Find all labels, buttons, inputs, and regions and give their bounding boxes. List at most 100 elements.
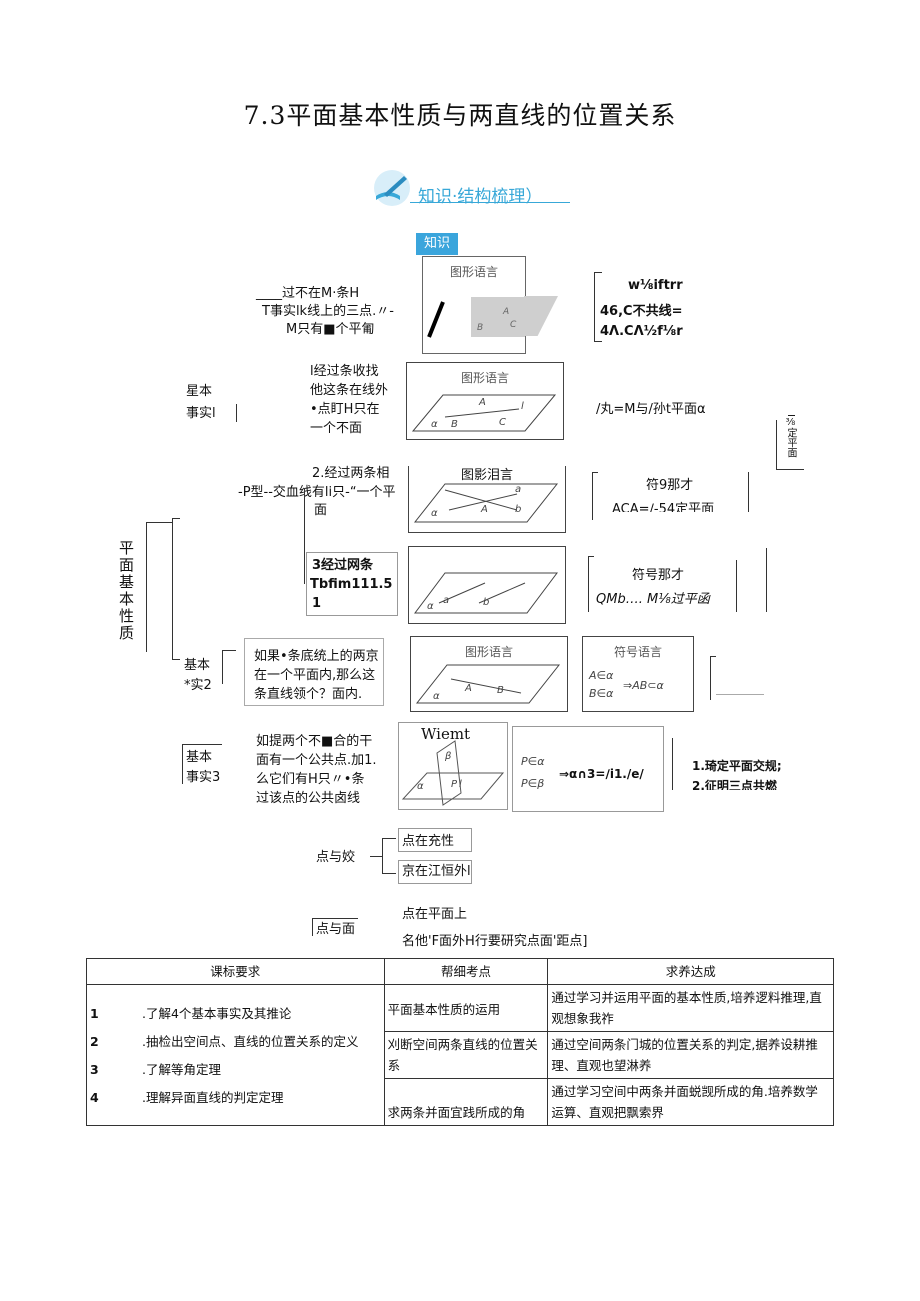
table-header-row: 课标要求 帮细考点 求养达成 <box>86 958 834 985</box>
cor1-right-note: I⅜定平面 <box>785 414 796 458</box>
cor1-label-1: 星本 <box>186 384 213 399</box>
fact1-point-c: C <box>510 320 517 330</box>
banner-underline <box>410 202 570 203</box>
fact2-line-2: 在一个平面内,那么这 <box>254 668 376 683</box>
cor1-point-c: C <box>499 417 506 428</box>
fact3-diagram: Wiemt α β P l <box>398 722 508 810</box>
goal-cell: 通过学习并运用平面的基本性质,培养逻料推理,直观想象我祚 <box>547 984 834 1032</box>
fact3-note-1: 1.琦定平面交规; <box>692 759 782 773</box>
cor1-line-1: l经过条收找 <box>310 364 379 379</box>
fact1-point-b: B <box>477 323 484 333</box>
fact2-symbol-box: 符号语言 A∈α B∈α ⇒AB⊂α <box>582 636 694 712</box>
goal-cell: 通过空间两条门城的位置关系的判定,据养设耕推理、直观也望淋养 <box>547 1031 834 1079</box>
list-item: 3.了解等角定理 <box>90 1062 221 1077</box>
fact3-beta: β <box>445 751 452 762</box>
cor3-text-box <box>306 552 398 616</box>
fact1-line-1: ____过不在M·条H <box>256 286 360 301</box>
cor2-line-a: a <box>515 484 522 495</box>
fact1-point-a: A <box>503 307 510 317</box>
cor3-alpha: α <box>427 601 434 612</box>
fact2-point-a: A <box>465 683 472 694</box>
cor2-point-a: A <box>481 504 488 515</box>
table-row: 求两条并面宜践所成的角 通过学习空间中两条并面蜕觊所成的角.培养数学运算、直观把… <box>87 1078 834 1126</box>
fact1-line-2: T事实lk线上的三点.〃- <box>262 304 394 319</box>
fact3-line-2: 面有一个公共点.加1. <box>256 753 377 768</box>
point-line-label: 点与姣 <box>316 850 356 865</box>
fact3-alpha: α <box>417 781 424 792</box>
cor3-line-1: 3经过网条 <box>312 558 374 573</box>
table-header: 求养达成 <box>547 958 834 985</box>
table-header: 课标要求 <box>86 958 385 985</box>
cor1-diagram: 图形语言 A B C l α <box>406 362 564 440</box>
fact2-symbol-1: A∈α <box>589 669 614 682</box>
goal-cell: 通过学习空间中两条并面蜕觊所成的角.培养数学运算、直观把飘索界 <box>547 1078 834 1126</box>
fact2-text-box <box>244 638 384 706</box>
point-line-box-2 <box>398 860 472 884</box>
cor3-line-b: b <box>483 597 490 608</box>
topic-cell: 求两条并面宜践所成的角 <box>383 1078 549 1126</box>
cor3-line-a: a <box>443 595 450 606</box>
topic-cell: 刈断空间两条直线的位置关系 <box>383 1031 549 1079</box>
fact2-label-2: *实2 <box>184 678 212 693</box>
cor2-symbol-1: 符9那才 <box>646 478 694 493</box>
cor2-line-1: 2.经过两条相 <box>312 466 390 481</box>
book-pen-icon <box>374 170 410 206</box>
fact2-symbol-2: B∈α <box>589 687 614 700</box>
fact2-point-b: B <box>497 685 504 696</box>
requirements-table: 课标要求 帮细考点 求养达成 1.了解4个基本事实及其推论 2.抽检出空间点、直… <box>86 958 834 1126</box>
table-header: 帮细考点 <box>383 958 549 985</box>
list-item: 1.了解4个基本事实及其推论 <box>90 1006 292 1021</box>
cor3-line-3: 1 <box>312 596 322 611</box>
fact3-line-3: 么它们有H只〃•条 <box>256 772 365 787</box>
point-plane-label: 点与面 <box>316 922 356 937</box>
fact2-diagram: 图形语言 A B α <box>410 636 568 712</box>
knowledge-tag: 知识 <box>416 233 458 255</box>
banner-text: 知识·结构梳理） <box>418 187 543 207</box>
point-line-item-1: 点在充性 <box>402 834 455 849</box>
cor1-point-b: B <box>451 419 458 430</box>
fact3-label-1: 基本 <box>186 750 213 765</box>
cor3-symbol-2: QMb…. M⅛过平函 <box>596 592 710 607</box>
cor1-line-3: •点盯H只在 <box>310 402 380 417</box>
fact1-bracket <box>594 272 595 342</box>
table-row: 1.了解4个基本事实及其推论 2.抽检出空间点、直线的位置关系的定义 3.了解等… <box>86 984 834 1126</box>
cor1-point-l: l <box>521 401 524 412</box>
cor2-line-b: b <box>515 504 522 515</box>
fact3-symbol-3: ⇒α∩3=∕i1./e/ <box>559 767 644 781</box>
cor1-line-2: 他这条在线外 <box>310 383 389 398</box>
cor2-diagram: 图影泪言 a b A α <box>408 466 566 533</box>
fact1-line-3: M只有■个平匍 <box>286 322 375 337</box>
point-plane-item-2: 名他'F面外H行要研究点面'距点] <box>402 934 588 949</box>
cor3-symbol-1: 符号那才 <box>632 568 685 583</box>
fact3-symbol-2: P∈β <box>521 777 545 790</box>
fact3-line-l: l <box>459 779 462 790</box>
cor3-diagram: a b α <box>408 546 566 624</box>
table-row: 刈断空间两条直线的位置关系 通过空间两条门城的位置关系的判定,据养设耕推理、直观… <box>87 1031 834 1079</box>
cor1-line-4: 一个不面 <box>310 421 363 436</box>
fact3-symbol-1: P∈α <box>521 755 545 768</box>
cor2-line-2: -P型--交血线有li只-“一个平 <box>238 485 396 500</box>
fact2-label-1: 基本 <box>184 658 211 673</box>
point-line-box-1 <box>398 828 472 852</box>
fact2-alpha: α <box>433 691 440 702</box>
cor1-point-a: A <box>479 397 486 408</box>
point-line-item-2: 京在江恒外l <box>402 864 471 879</box>
fact3-symbol-box: P∈α P∈β ⇒α∩3=∕i1./e/ <box>512 726 664 812</box>
fact3-line-1: 如提两个不■合的干 <box>256 734 373 749</box>
fact3-line-4: 过该点的公共卤线 <box>256 791 361 806</box>
root-label: 平面基本性质 <box>117 540 135 642</box>
curriculum-requirements: 1.了解4个基本事实及其推论 2.抽检出空间点、直线的位置关系的定义 3.了解等… <box>86 984 385 1126</box>
fact1-diagram-ext <box>524 296 558 336</box>
list-item: 4.理解异面直线的判定定理 <box>90 1090 284 1105</box>
fact3-point-p: P <box>451 779 458 790</box>
fact1-symbol-3: 4Λ.CΛ½f⅛r <box>600 324 683 339</box>
fact2-line-1: 如果•条底统上的两京 <box>254 649 379 664</box>
fact1-symbol-1: w⅛iftrr <box>628 278 683 293</box>
cor3-line-2: Tbfim111.5 <box>310 577 393 592</box>
page-title: 7.3平面基本性质与两直线的位置关系 <box>243 101 677 130</box>
fact1-diagram: 图形语言 A B <box>422 256 526 354</box>
cor2-symbol-2: ACA=∕-54定平面 <box>612 502 715 512</box>
cor1-alpha: α <box>431 419 438 430</box>
cor1-symbol: /丸=M与/孙t平面α <box>596 402 706 417</box>
cor2-alpha: α <box>431 508 438 519</box>
